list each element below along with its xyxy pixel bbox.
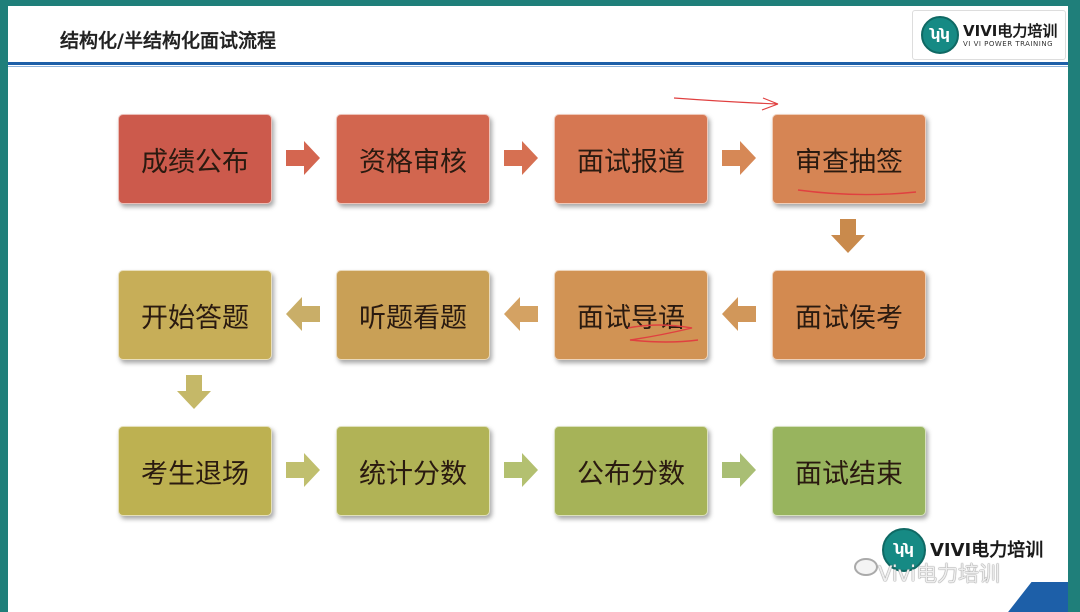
brand-logo-top: ʮʮ VIVI电力培训 VI VI POWER TRAINING (912, 10, 1066, 60)
arrow-down-icon (177, 375, 211, 409)
arrow-left-icon-shape (722, 297, 756, 331)
step-box-10: 统计分数 (336, 426, 490, 516)
brand-name: VIVI电力培训 (963, 21, 1058, 40)
step-box-11: 公布分数 (554, 426, 708, 516)
arrow-right-icon (286, 453, 320, 487)
step-box-7: 听题看题 (336, 270, 490, 360)
annotation-stroke-top (673, 97, 779, 111)
arrow-down-icon-shape (831, 219, 865, 253)
slide-title: 结构化/半结构化面试流程 (60, 30, 276, 52)
arrow-left-icon (722, 297, 756, 331)
step-box-12: 面试结束 (772, 426, 926, 516)
wechat-icon (854, 558, 878, 576)
arrow-right-icon (722, 141, 756, 175)
step-box-9: 考生退场 (118, 426, 272, 516)
arrow-right-icon-shape (286, 453, 320, 487)
brand-emblem-icon-bottom: ʮʮ (882, 528, 926, 572)
arrow-right-icon (504, 141, 538, 175)
header-divider (8, 62, 1068, 65)
arrow-right-icon-shape (504, 453, 538, 487)
arrow-right-icon (722, 453, 756, 487)
corner-decoration (992, 582, 1068, 612)
arrow-right-icon (504, 453, 538, 487)
arrow-left-icon-shape (504, 297, 538, 331)
arrow-right-icon (286, 141, 320, 175)
brand-subtitle: VI VI POWER TRAINING (963, 39, 1053, 48)
arrow-down-icon (831, 219, 865, 253)
brand-logo-bottom: ʮʮ VIVI电力培训 (874, 528, 1043, 572)
step-box-3: 面试报道 (554, 114, 708, 204)
slide: 结构化/半结构化面试流程 ʮʮ VIVI电力培训 VI VI POWER TRA… (8, 6, 1068, 612)
arrow-right-icon-shape (722, 141, 756, 175)
arrow-left-icon (504, 297, 538, 331)
arrow-right-icon-shape (286, 141, 320, 175)
step-box-1: 成绩公布 (118, 114, 272, 204)
step-box-8: 开始答题 (118, 270, 272, 360)
step-box-2: 资格审核 (336, 114, 490, 204)
watermark-text: Vivi电力培训 (878, 562, 1001, 586)
arrow-down-icon-shape (177, 375, 211, 409)
step-box-4: 审查抽签 (772, 114, 926, 204)
brand-name-bottom: VIVI电力培训 (930, 539, 1044, 561)
step-box-5: 面试侯考 (772, 270, 926, 360)
arrow-right-icon-shape (504, 141, 538, 175)
header-divider-thin (8, 66, 1068, 67)
step-box-6: 面试导语 (554, 270, 708, 360)
arrow-left-icon-shape (286, 297, 320, 331)
brand-emblem-icon: ʮʮ (921, 16, 959, 54)
arrow-left-icon (286, 297, 320, 331)
arrow-right-icon-shape (722, 453, 756, 487)
